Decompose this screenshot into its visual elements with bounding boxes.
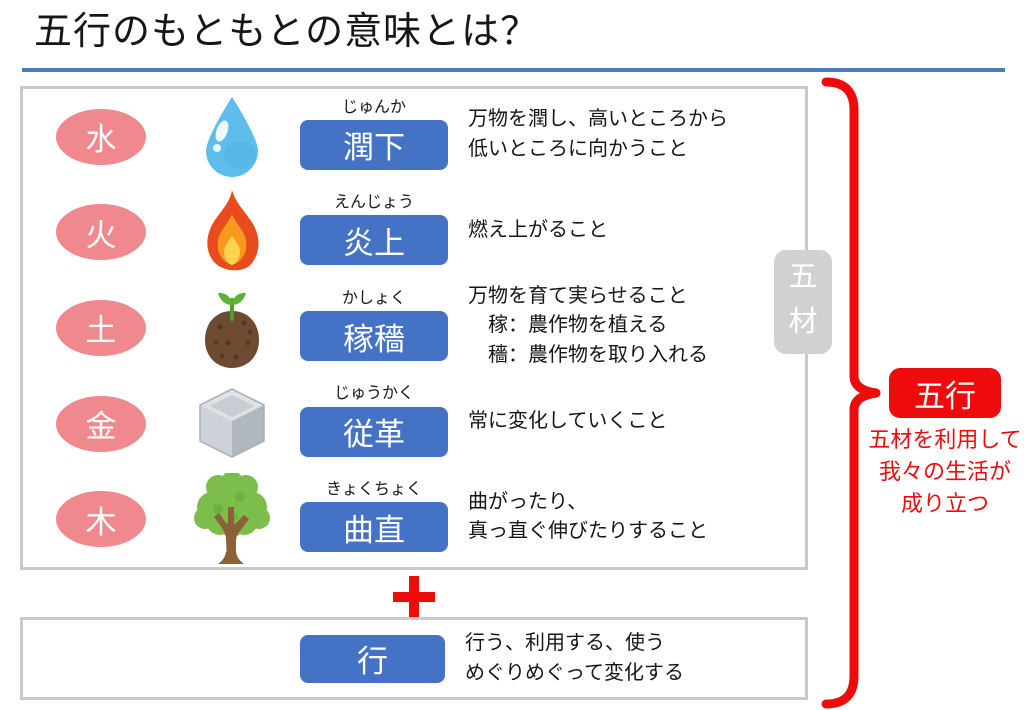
description-wood: 曲がったり、 真っ直ぐ伸びたりすること: [468, 490, 708, 543]
gogyo-description: 五材を利用して 我々の生活が 成り立つ: [868, 427, 1022, 516]
element-row-fire: 火 えんじょう 炎上 燃え上がること: [23, 185, 805, 281]
element-row-water: 水 じゅんか 潤下 万物を潤し、高いところから 低いところに向かうこと: [23, 89, 805, 185]
element-badge-water: 水: [56, 108, 146, 165]
furigana-metal: じゅうかく: [333, 385, 414, 403]
element-badge-metal: 金: [56, 395, 146, 452]
term-box-water: 潤下: [300, 119, 448, 170]
water-drop-icon: [188, 93, 276, 181]
term-box-gyo: 行: [300, 634, 445, 683]
gogyo-label-box: 五行: [889, 368, 1001, 418]
element-row-wood: 木 きょくちょく 曲直 曲がったり、 真っ直ぐ伸びたりすること: [23, 471, 805, 567]
brace-icon: [821, 77, 881, 709]
furigana-water: じゅんか: [341, 98, 406, 116]
description-fire: 燃え上がること: [468, 218, 608, 241]
term-box-earth: 稼穡: [300, 311, 448, 362]
term-metal: じゅうかく 従革: [300, 384, 448, 457]
description-metal: 常に変化していくこと: [468, 409, 668, 432]
element-badge-earth: 土: [56, 299, 146, 356]
five-elements-box: 水 じゅんか 潤下 万物を潤し、高いところから 低いところに向かうこと 火 えん…: [20, 86, 808, 570]
element-row-metal: 金 じゅうかく 従革 常に変化していくこと: [23, 376, 805, 472]
description-gyo: 行う、利用する、使う めぐりめぐって変化する: [465, 631, 684, 684]
element-badge-fire: 火: [56, 204, 146, 261]
metal-cube-icon: [188, 385, 276, 463]
description-water: 万物を潤し、高いところから 低いところに向かうこと: [468, 108, 728, 160]
page-title: 五行のもともとの意味とは？: [34, 11, 540, 53]
term-box-metal: 従革: [300, 406, 448, 457]
gyo-box: 行 行う、利用する、使う めぐりめぐって変化する: [20, 617, 808, 700]
furigana-earth: かしょく: [341, 289, 406, 307]
term-earth: かしょく 稼穡: [300, 289, 448, 362]
title-underline: [22, 68, 1005, 72]
soil-sprout-icon: [188, 285, 276, 371]
term-fire: えんじょう 炎上: [300, 193, 448, 266]
element-row-earth: 土 かしょく 稼穡 万物を育て実らせること 稼：農作物を植える 穡：農作物を取り…: [23, 280, 805, 376]
term-box-fire: 炎上: [300, 215, 448, 266]
furigana-fire: えんじょう: [333, 194, 414, 212]
term-wood: きょくちょく 曲直: [300, 480, 448, 553]
furigana-wood: きょくちょく: [325, 481, 422, 499]
term-water: じゅんか 潤下: [300, 98, 448, 170]
fire-icon: [188, 188, 276, 276]
gozai-badge: 五 材: [774, 250, 832, 354]
element-badge-wood: 木: [56, 491, 146, 548]
plus-icon: [393, 576, 435, 618]
description-earth: 万物を育て実らせること 稼：農作物を植える 穡：農作物を取り入れる: [468, 284, 708, 366]
term-box-wood: 曲直: [300, 502, 448, 553]
tree-icon: [188, 473, 276, 565]
